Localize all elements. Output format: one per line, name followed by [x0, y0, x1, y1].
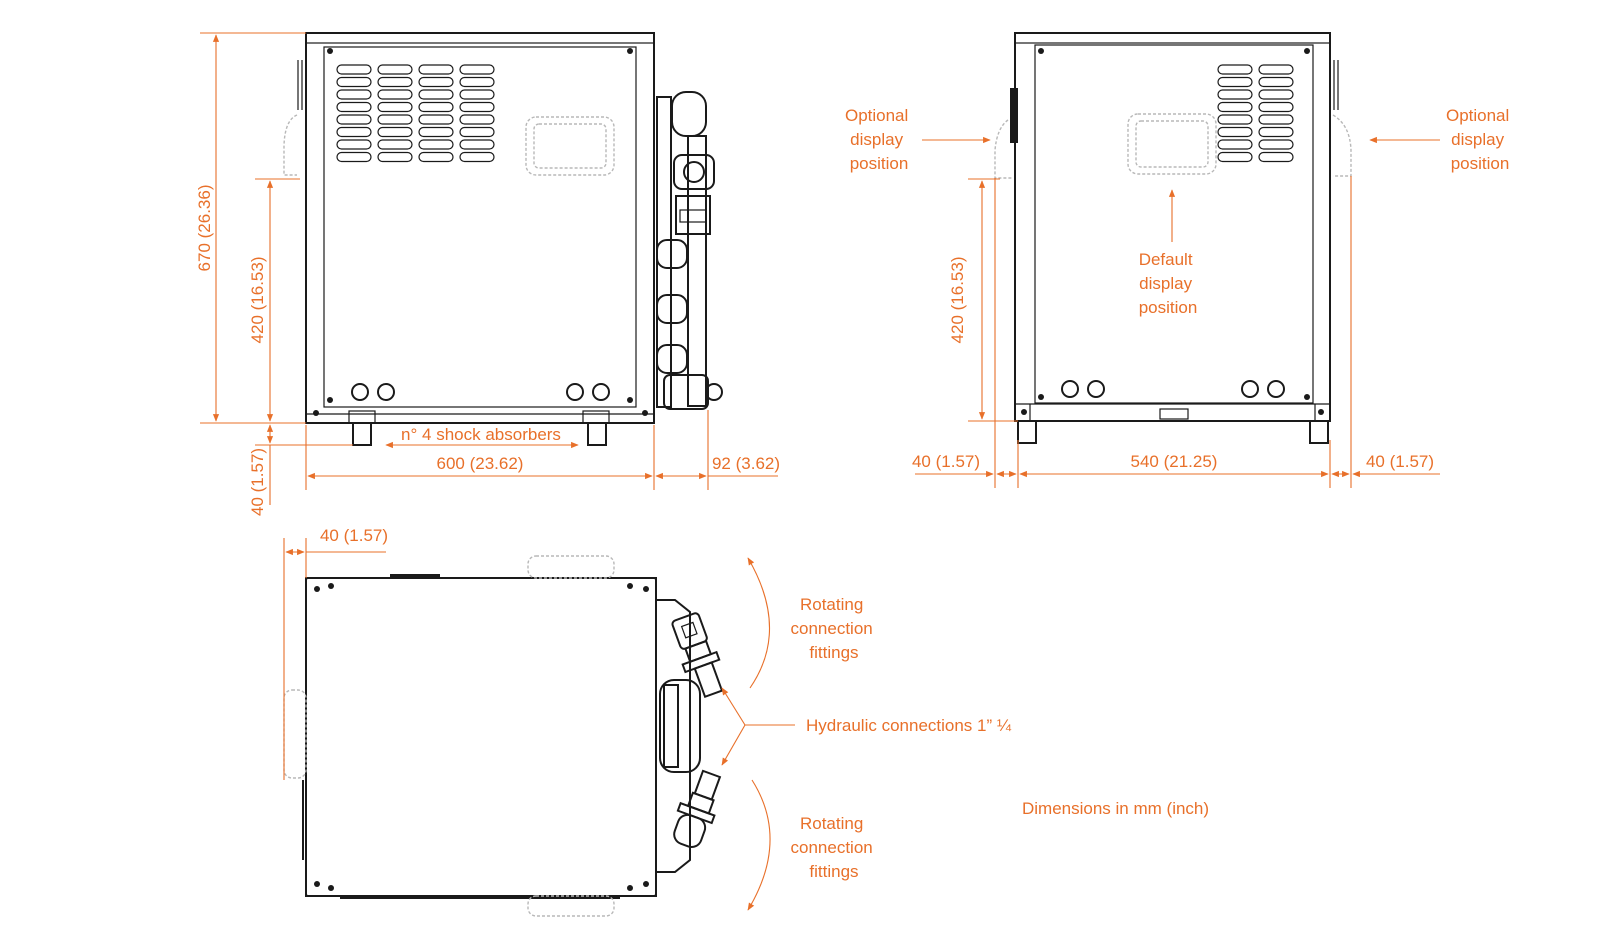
label-hydraulic: Hydraulic connections 1” ¼ [806, 716, 1012, 735]
callout-arrows [721, 136, 1440, 911]
vent-slot [1258, 89, 1294, 100]
label-rotating-top: Rotating connection fittings [791, 595, 878, 662]
vent-slot [1217, 76, 1253, 88]
label-units-note: Dimensions in mm (inch) [1022, 799, 1209, 818]
label-side-right-offset: 40 (1.57) [1366, 452, 1434, 471]
grille-vent-icon [1217, 64, 1294, 163]
vent-slot [418, 101, 454, 113]
label-side-left-offset: 40 (1.57) [912, 452, 980, 471]
vent-slot [1217, 64, 1253, 75]
vent-slot [336, 114, 372, 125]
vent-slot [1258, 76, 1294, 88]
vent-slot [377, 114, 413, 125]
vent-slot [336, 139, 372, 150]
label-width-front: 600 (23.62) [437, 454, 524, 473]
vent-slot [418, 126, 454, 138]
label-height-display-side: 420 (16.53) [948, 257, 967, 344]
vent-slot [418, 89, 454, 100]
label-width-side: 540 (21.25) [1131, 452, 1218, 471]
vent-slot [336, 126, 372, 138]
vent-slot [459, 89, 495, 100]
vent-slot [377, 151, 413, 163]
vent-slot [1217, 114, 1253, 125]
vent-slot [1258, 64, 1294, 75]
vent-slot [418, 114, 454, 125]
vent-slot [377, 139, 413, 150]
vent-slot [377, 64, 413, 75]
rotation-arrow-icon [747, 557, 771, 689]
vent-slot [1258, 126, 1294, 138]
vent-slot [459, 76, 495, 88]
shock-absorber [348, 410, 610, 446]
top-view [283, 555, 724, 917]
vent-slot [377, 101, 413, 113]
label-height-total: 670 (26.36) [195, 185, 214, 272]
vent-slot [459, 139, 495, 150]
vent-slot [1258, 114, 1294, 125]
bottom-ports [351, 383, 610, 401]
hydraulic-fitting-icon [656, 91, 723, 410]
label-foot-height: 40 (1.57) [248, 448, 267, 516]
vent-slot [459, 101, 495, 113]
vent-slot [336, 151, 372, 163]
vent-slot [1258, 151, 1294, 163]
dimension-lines [200, 32, 1440, 780]
vent-slot [377, 89, 413, 100]
vent-slot [459, 151, 495, 163]
vent-slot [336, 101, 372, 113]
vent-slot [459, 114, 495, 125]
label-height-display-front: 420 (16.53) [248, 257, 267, 344]
label-default-display: Default display position [1139, 250, 1198, 317]
vent-slot [418, 151, 454, 163]
vent-slot [1217, 89, 1253, 100]
vent-slot [459, 64, 495, 75]
grille-vent-icon [336, 64, 495, 163]
vent-slot [418, 76, 454, 88]
vent-slot [377, 126, 413, 138]
labels: 670 (26.36) 420 (16.53) 40 (1.57) n° 4 s… [195, 106, 1514, 881]
vent-slot [1217, 139, 1253, 150]
side-view [994, 32, 1352, 444]
hydraulic-fitting-icon [656, 599, 724, 873]
vent-slot [336, 76, 372, 88]
vent-slot [377, 76, 413, 88]
label-connection-depth: 92 (3.62) [712, 454, 780, 473]
label-shock-absorbers: n° 4 shock absorbers [401, 425, 561, 444]
vent-slot [418, 139, 454, 150]
vent-slot [1258, 139, 1294, 150]
front-view [283, 32, 723, 446]
vent-slot [1217, 126, 1253, 138]
vent-slot [336, 89, 372, 100]
vent-slot [1258, 101, 1294, 113]
vent-slot [418, 64, 454, 75]
label-optional-display-left: Optional display position [845, 106, 913, 173]
rotation-arrow-icon [747, 779, 771, 911]
vent-slot [336, 64, 372, 75]
vent-slot [459, 126, 495, 138]
vent-slot [1217, 101, 1253, 113]
vent-slot [1217, 151, 1253, 163]
label-top-offset: 40 (1.57) [320, 526, 388, 545]
label-optional-display-right: Optional display position [1446, 106, 1514, 173]
side-rib-left [297, 60, 303, 110]
label-rotating-bottom: Rotating connection fittings [791, 814, 878, 881]
